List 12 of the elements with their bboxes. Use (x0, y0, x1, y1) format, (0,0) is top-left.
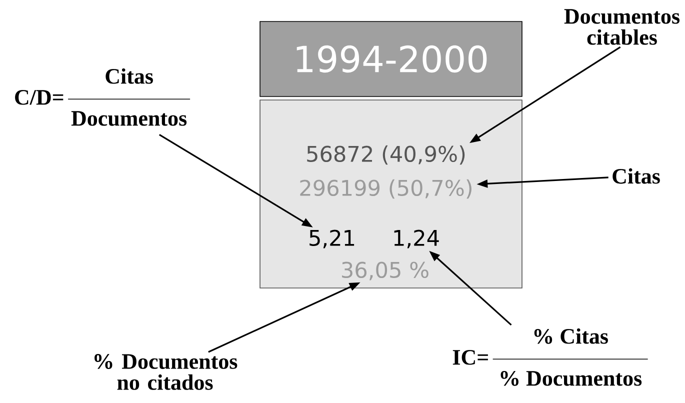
value-label: 56872 (40,9%) (307, 145, 465, 165)
panel-box (260, 100, 522, 288)
value-label: 5,21 (310, 230, 354, 248)
annotation-text: % Documentos no citados (94, 354, 238, 390)
header-box: 1994-2000 (260, 21, 522, 97)
formula-text: % Citas IC= % Documentos (452, 328, 648, 386)
formula-text: Citas C/D= Documentos (15, 68, 190, 126)
value-label: 1,24 (394, 230, 439, 248)
annotation-text: Documentos citables (564, 9, 680, 45)
value-label: 36,05 % (342, 262, 428, 280)
value-label: 296199 (50,7%) (300, 179, 472, 199)
annotation-text: Citas (612, 168, 660, 184)
